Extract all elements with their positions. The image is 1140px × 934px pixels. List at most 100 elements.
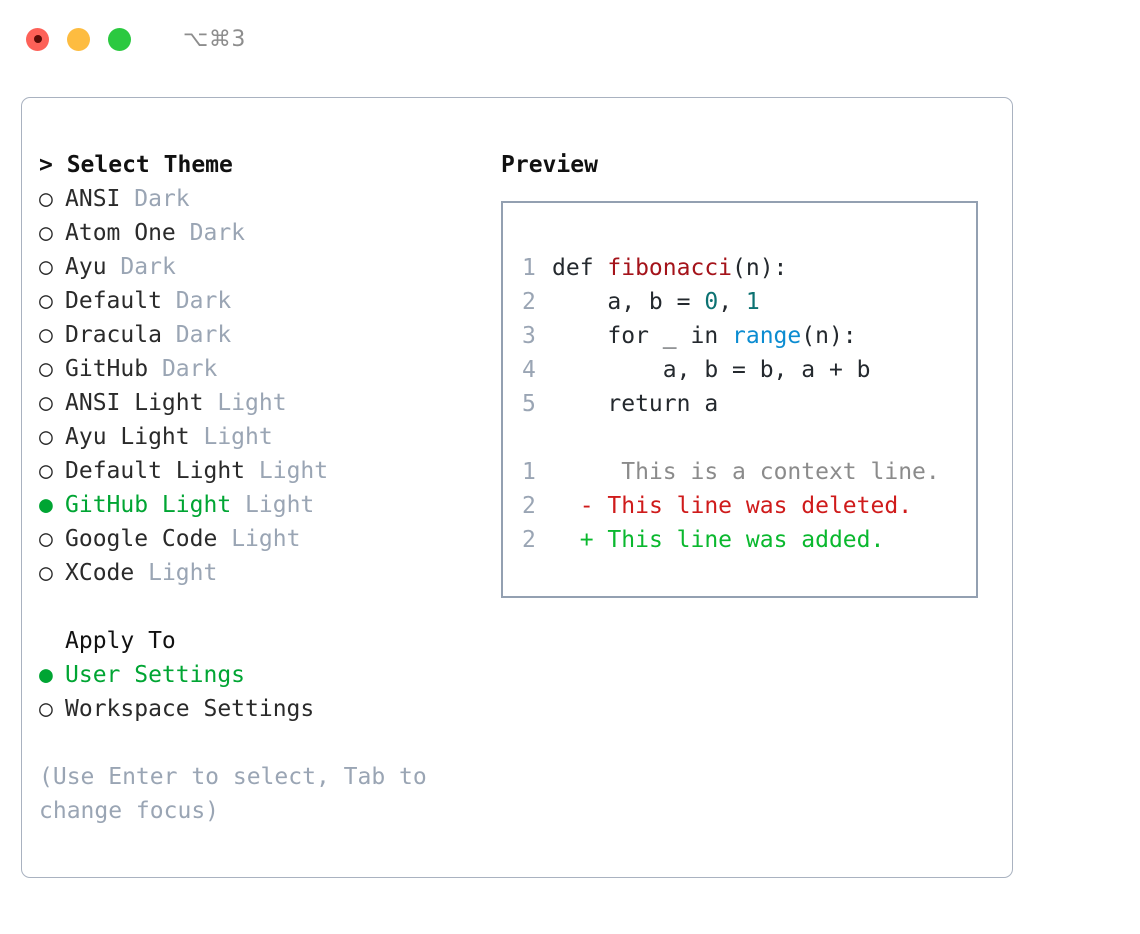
theme-category-badge: Dark bbox=[189, 220, 246, 246]
line-number: 5 bbox=[522, 391, 536, 417]
code-token: 1 bbox=[745, 289, 760, 315]
spacer bbox=[39, 590, 479, 624]
code-token: range bbox=[732, 323, 802, 349]
spacer bbox=[190, 424, 204, 450]
theme-name: Dracula bbox=[65, 322, 162, 348]
radio-unselected-icon: ○ bbox=[39, 322, 53, 348]
diff-line-add: 2 + This line was added. bbox=[522, 523, 976, 557]
code-token: , bbox=[718, 289, 746, 315]
spacer bbox=[162, 322, 176, 348]
minimize-button[interactable] bbox=[67, 27, 90, 51]
code-token: a, b = bbox=[552, 289, 705, 315]
theme-option-github[interactable]: ○GitHub Dark bbox=[39, 352, 479, 386]
diff-text: This line was added. bbox=[593, 527, 885, 553]
theme-category-badge: Dark bbox=[134, 186, 190, 212]
code-token: return a bbox=[552, 391, 719, 417]
theme-option-ayu[interactable]: ○Ayu Dark bbox=[39, 250, 479, 284]
spacer bbox=[107, 254, 121, 280]
window-titlebar: ⌥⌘3 bbox=[0, 0, 1140, 78]
theme-category-badge: Dark bbox=[175, 322, 232, 348]
radio-unselected-icon: ○ bbox=[39, 220, 53, 246]
line-number: 2 bbox=[522, 493, 536, 519]
diff-line-ctx: 1 This is a context line. bbox=[522, 455, 976, 489]
theme-list: ○ANSI Dark○Atom One Dark○Ayu Dark○Defaul… bbox=[39, 182, 479, 590]
code-line: 4 a, b = b, a + b bbox=[522, 353, 976, 387]
radio-selected-icon: ● bbox=[39, 492, 53, 518]
theme-name: XCode bbox=[65, 560, 135, 586]
theme-category-badge: Light bbox=[258, 458, 329, 484]
code-token: (n): bbox=[801, 323, 857, 349]
spacer bbox=[120, 186, 134, 212]
line-number: 1 bbox=[522, 459, 536, 485]
theme-name: GitHub bbox=[65, 356, 149, 382]
theme-option-dracula[interactable]: ○ Dracula Dark bbox=[39, 318, 479, 352]
diff-marker bbox=[580, 459, 594, 485]
apply-to-option-user-settings[interactable]: ● User Settings bbox=[39, 658, 479, 692]
theme-name: ANSI bbox=[65, 186, 121, 212]
preview-heading: Preview bbox=[501, 152, 598, 178]
theme-option-atom-one[interactable]: ○ Atom One Dark bbox=[39, 216, 479, 250]
theme-category-badge: Light bbox=[203, 424, 273, 450]
theme-name: Ayu Light bbox=[65, 424, 190, 450]
theme-option-ansi[interactable]: ○ANSI Dark bbox=[39, 182, 479, 216]
radio-unselected-icon: ○ bbox=[39, 696, 53, 722]
apply-to-label: User Settings bbox=[65, 662, 246, 688]
select-theme-heading: > Select Theme bbox=[39, 152, 233, 178]
maximize-button[interactable] bbox=[108, 27, 131, 51]
theme-category-badge: Dark bbox=[175, 288, 232, 314]
diff-sample: 1 This is a context line. 2 - This line w… bbox=[522, 455, 976, 557]
radio-selected-icon: ● bbox=[39, 662, 53, 688]
spacer bbox=[245, 458, 259, 484]
radio-unselected-icon: ○ bbox=[39, 560, 53, 586]
close-button[interactable] bbox=[26, 27, 49, 51]
diff-text: This is a context line. bbox=[593, 459, 940, 485]
spacer bbox=[134, 560, 148, 586]
theme-name: Ayu bbox=[65, 254, 107, 280]
spacer bbox=[522, 421, 976, 455]
radio-unselected-icon: ○ bbox=[39, 390, 53, 416]
spacer bbox=[148, 356, 162, 382]
theme-option-ansi-light[interactable]: ○ ANSI Light Light bbox=[39, 386, 479, 420]
theme-option-xcode[interactable]: ○ XCode Light bbox=[39, 556, 479, 590]
theme-category-badge: Light bbox=[148, 560, 218, 586]
spacer bbox=[162, 288, 176, 314]
theme-name: Atom One bbox=[65, 220, 176, 246]
theme-option-ayu-light[interactable]: ○ Ayu Light Light bbox=[39, 420, 479, 454]
line-number: 2 bbox=[522, 527, 536, 553]
radio-unselected-icon: ○ bbox=[39, 356, 53, 382]
theme-category-badge: Light bbox=[217, 390, 287, 416]
line-number: 2 bbox=[522, 289, 536, 315]
radio-unselected-icon: ○ bbox=[39, 424, 53, 450]
code-token: 0 bbox=[704, 289, 719, 315]
diff-marker: + bbox=[579, 527, 594, 553]
diff-text: This line was deleted. bbox=[593, 493, 913, 519]
diff-marker: - bbox=[579, 493, 594, 519]
theme-name: Google Code bbox=[65, 526, 218, 552]
spacer bbox=[552, 459, 580, 485]
theme-option-github-light[interactable]: ●GitHub Light Light bbox=[39, 488, 479, 522]
line-number: 4 bbox=[522, 357, 536, 383]
apply-to-label: Workspace Settings bbox=[65, 696, 315, 722]
code-token: for _ in bbox=[552, 323, 733, 349]
spacer bbox=[552, 527, 580, 553]
line-number: 3 bbox=[522, 323, 536, 349]
spacer bbox=[176, 220, 190, 246]
theme-option-default[interactable]: ○Default Dark bbox=[39, 284, 479, 318]
apply-to-heading: Apply To bbox=[65, 628, 176, 654]
theme-option-default-light[interactable]: ○Default Light Light bbox=[39, 454, 479, 488]
radio-unselected-icon: ○ bbox=[39, 526, 53, 552]
theme-category-badge: Dark bbox=[120, 254, 176, 280]
code-token: (n): bbox=[732, 255, 788, 281]
theme-option-google-code[interactable]: ○Google Code Light bbox=[39, 522, 479, 556]
apply-to-option-workspace-settings[interactable]: ○ Workspace Settings bbox=[39, 692, 479, 726]
theme-name: ANSI Light bbox=[65, 390, 204, 416]
code-token: a, b = b, a + b bbox=[552, 357, 871, 383]
traffic-lights bbox=[26, 27, 131, 51]
code-line: 5 return a bbox=[522, 387, 976, 421]
code-line: 2 a, b = 0, 1 bbox=[522, 285, 976, 319]
theme-selection-pane: > Select Theme ○ANSI Dark○Atom One Dark○… bbox=[39, 148, 479, 828]
